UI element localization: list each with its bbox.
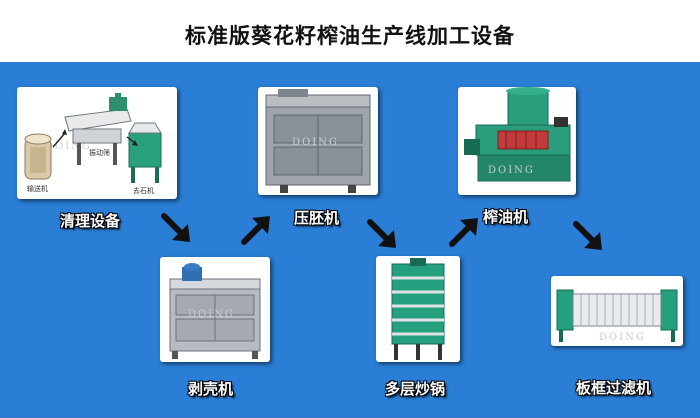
down-right-arrow-icon (161, 213, 190, 242)
oil-press-image: DOING (458, 87, 576, 195)
filter-press-image: DOING (551, 276, 683, 346)
svg-text:DOING: DOING (188, 309, 235, 320)
step-label-flaking-machine: 压胚机 (294, 209, 340, 227)
step-label-oil-press: 榨油机 (483, 208, 529, 226)
vibrating-sieve-machine (64, 93, 132, 165)
svg-text:DOING: DOING (45, 141, 92, 152)
up-right-arrow-icon (241, 216, 270, 245)
dehuller-image: DOING (160, 257, 270, 362)
title-bar: 标准版葵花籽榨油生产线加工设备 (0, 0, 700, 62)
svg-text:DOING: DOING (599, 332, 646, 343)
cleaning-equipment-image: DOING (17, 87, 177, 199)
up-right-arrow-icon (449, 218, 478, 247)
down-right-arrow-icon (367, 219, 396, 248)
conveyor-machine (24, 133, 52, 180)
step-label-filter-press: 板框过滤机 (576, 379, 652, 397)
destoner-caption: 去石机 (133, 186, 154, 195)
down-right-arrow-icon (573, 221, 602, 250)
svg-text:DOING: DOING (488, 165, 535, 176)
multi-layer-roaster-image (376, 256, 460, 362)
step-label-dehuller: 剥壳机 (188, 380, 234, 398)
conveyor-caption: 输送机 (27, 184, 48, 193)
sieve-caption: 振动筛 (89, 148, 110, 157)
flaking-machine-image: DOING (258, 87, 378, 195)
svg-text:DOING: DOING (292, 137, 339, 148)
step-label-cleaning-equipment: 清理设备 (60, 212, 121, 230)
page-title: 标准版葵花籽榨油生产线加工设备 (185, 24, 515, 48)
step-label-multi-layer-roaster: 多层炒锅 (385, 380, 446, 398)
destoner-machine (128, 122, 162, 183)
